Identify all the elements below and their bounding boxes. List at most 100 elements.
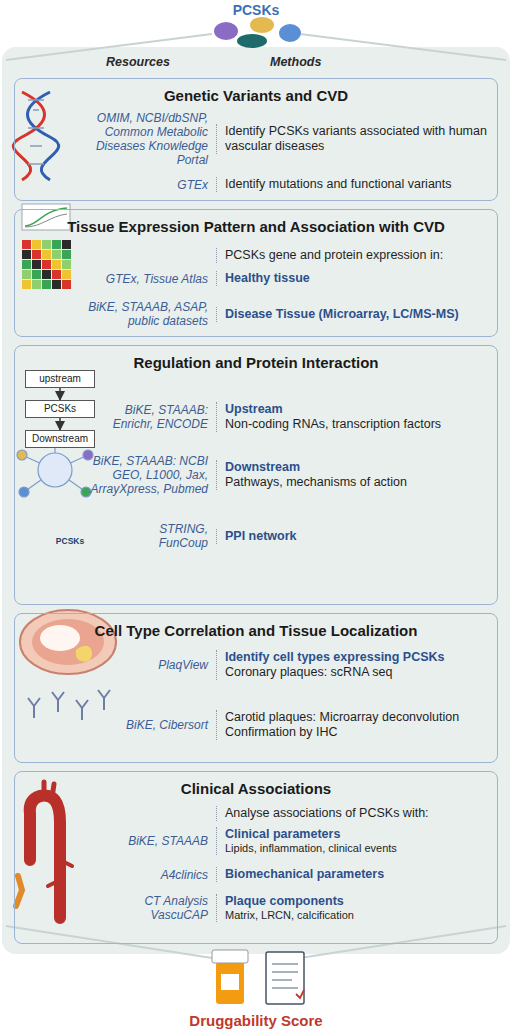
expression-chart-icon xyxy=(22,204,70,230)
dna-icon xyxy=(13,92,58,180)
method-heading: PPI network xyxy=(225,529,487,544)
method-text: PCSKs gene and protein expression in: xyxy=(225,248,487,263)
network-center-label: PCSKs xyxy=(40,536,100,546)
resource-text: A4clinics xyxy=(115,868,208,882)
section-row: STRING, FunCoup PPI network xyxy=(15,522,497,550)
method-text: Pathways, mechanisms of action xyxy=(225,475,487,490)
method-text: Non-coding RNAs, transcription factors xyxy=(225,417,487,432)
method-column: UpstreamNon-coding RNAs, transcription f… xyxy=(216,402,487,432)
section-row: A4clinics Biomechanical parameters xyxy=(15,867,497,882)
flow-box: upstream xyxy=(25,370,95,388)
method-text: Coronary plaques: scRNA seq xyxy=(225,665,487,680)
resource-text: BiKE, STAAAB: NCBI GEO, L1000, Jax, Arra… xyxy=(73,454,208,496)
flow-box: Downstream xyxy=(25,430,95,448)
resource-text: CT Analysis VascuCAP xyxy=(115,894,208,922)
method-heading: Biomechanical parameters xyxy=(225,867,487,882)
method-text: Confirmation by IHC xyxy=(225,725,487,740)
resource-column: BiKE, STAAAB, ASAP, public datasets xyxy=(73,300,208,328)
section-row: PCSKs gene and protein expression in: xyxy=(15,248,497,263)
method-heading: Plaque components xyxy=(225,894,487,909)
section-heading: Clinical Associations xyxy=(15,772,497,798)
network-icon xyxy=(17,435,93,497)
section-box: Cell Type Correlation and Tissue Localiz… xyxy=(14,613,498,763)
section-box: Tissue Expression Pattern and Associatio… xyxy=(14,209,498,337)
section-heading: Cell Type Correlation and Tissue Localiz… xyxy=(15,614,497,640)
document-icon xyxy=(266,952,304,1004)
method-text: Identify PCSKs variants associated with … xyxy=(225,124,487,154)
figure-title: PCSKs xyxy=(0,2,512,18)
resource-text: GTEx xyxy=(73,178,208,192)
method-heading: Upstream xyxy=(225,402,487,417)
method-heading: Disease Tissue (Microarray, LC/MS-MS) xyxy=(225,307,487,322)
resource-text: BiKE, STAAAB, ASAP, public datasets xyxy=(73,300,208,328)
flow-arrow xyxy=(59,388,61,400)
section-row: BiKE, STAAAB: NCBI GEO, L1000, Jax, Arra… xyxy=(15,454,497,496)
resource-text: BiKE, STAAAB: Enrichr, ENCODE xyxy=(107,403,208,431)
resource-column: BiKE, Cibersort xyxy=(125,718,208,732)
resource-column: BiKE, STAAAB xyxy=(115,834,208,848)
resource-column: BiKE, STAAAB: Enrichr, ENCODE xyxy=(107,403,208,431)
section-row: GTEx, Tissue Atlas Healthy tissue xyxy=(15,271,497,286)
method-text: Matrix, LRCN, calcification xyxy=(225,909,487,922)
method-column: DownstreamPathways, mechanisms of action xyxy=(216,460,487,490)
method-column: Healthy tissue xyxy=(216,271,487,286)
method-column: Disease Tissue (Microarray, LC/MS-MS) xyxy=(216,307,487,322)
resource-column: OMIM, NCBI/dbSNP, Common Metabolic Disea… xyxy=(73,111,208,167)
method-column: Carotid plaques: Microarray deconvolutio… xyxy=(216,710,487,740)
method-heading: Identify cell types expressing PCSKs xyxy=(225,650,487,665)
method-column: PCSKs gene and protein expression in: xyxy=(216,248,487,263)
protein-icons xyxy=(214,17,301,48)
method-text: Analyse associations of PCSKs with: xyxy=(225,806,487,821)
resource-column: PlaqView xyxy=(135,658,208,672)
method-column: Identify mutations and functional varian… xyxy=(216,177,487,192)
method-column: Analyse associations of PCSKs with: xyxy=(216,806,487,821)
resource-text: GTEx, Tissue Atlas xyxy=(73,272,208,286)
resource-text: OMIM, NCBI/dbSNP, Common Metabolic Disea… xyxy=(73,111,208,167)
resource-column: BiKE, STAAAB: NCBI GEO, L1000, Jax, Arra… xyxy=(73,454,208,496)
resource-column: A4clinics xyxy=(115,868,208,882)
section-row: OMIM, NCBI/dbSNP, Common Metabolic Disea… xyxy=(15,111,497,167)
section-row: BiKE, STAAAB Clinical parametersLipids, i… xyxy=(15,827,497,855)
flow-box: PCSKs xyxy=(25,400,95,418)
resource-column: STRING, FunCoup xyxy=(115,522,208,550)
resource-text: BiKE, Cibersort xyxy=(125,718,208,732)
background-panel: Resources MethodsGenetic Variants and CVD… xyxy=(2,47,510,954)
section-box: Genetic Variants and CVD OMIM, NCBI/dbSNP… xyxy=(14,78,498,201)
section-box: Clinical AssociationsAnalyse association… xyxy=(14,771,498,944)
column-header: Methods xyxy=(270,55,321,69)
method-column: Biomechanical parameters xyxy=(216,867,487,882)
resource-column: CT Analysis VascuCAP xyxy=(115,894,208,922)
method-heading: Healthy tissue xyxy=(225,271,487,286)
section-row: BiKE, Cibersort Carotid plaques: Microarr… xyxy=(15,710,497,740)
flow-label: upstream xyxy=(39,373,81,385)
antibody-icons xyxy=(28,690,110,720)
method-column: Identify cell types expressing PCSKsCoro… xyxy=(216,650,487,680)
flow-arrow xyxy=(59,418,61,430)
druggability-label: Druggability Score xyxy=(0,1012,512,1029)
section-row: BiKE, STAAAB, ASAP, public datasets Disea… xyxy=(15,300,497,328)
resource-text: PlaqView xyxy=(135,658,208,672)
funnel-lines xyxy=(6,34,506,958)
resource-text: STRING, FunCoup xyxy=(115,522,208,550)
method-heading: Clinical parameters xyxy=(225,827,487,842)
section-heading: Genetic Variants and CVD xyxy=(15,79,497,105)
pill-bottle-icon xyxy=(212,950,248,1004)
method-column: Clinical parametersLipids, inflammation,… xyxy=(216,827,487,855)
section-row: GTEx Identify mutations and functional va… xyxy=(15,177,497,192)
method-text: Lipids, inflammation, clinical events xyxy=(225,842,487,855)
section-row: PlaqView Identify cell types expressing P… xyxy=(15,650,497,680)
flow-label: PCSKs xyxy=(44,403,76,415)
heatmap-icon xyxy=(22,240,71,289)
flow-label: Downstream xyxy=(32,433,88,445)
section-box: Regulation and Protein InteractionBiKE, … xyxy=(14,345,498,605)
column-header: Resources xyxy=(106,55,170,69)
plaque-icon xyxy=(20,610,116,674)
resource-text: BiKE, STAAAB xyxy=(115,834,208,848)
aorta-icon xyxy=(16,782,72,918)
resource-column: GTEx xyxy=(73,178,208,192)
method-column: Identify PCSKs variants associated with … xyxy=(216,124,487,154)
method-column: Plaque componentsMatrix, LRCN, calcifica… xyxy=(216,894,487,922)
resource-column: GTEx, Tissue Atlas xyxy=(73,272,208,286)
section-row: CT Analysis VascuCAP Plaque componentsMat… xyxy=(15,894,497,922)
